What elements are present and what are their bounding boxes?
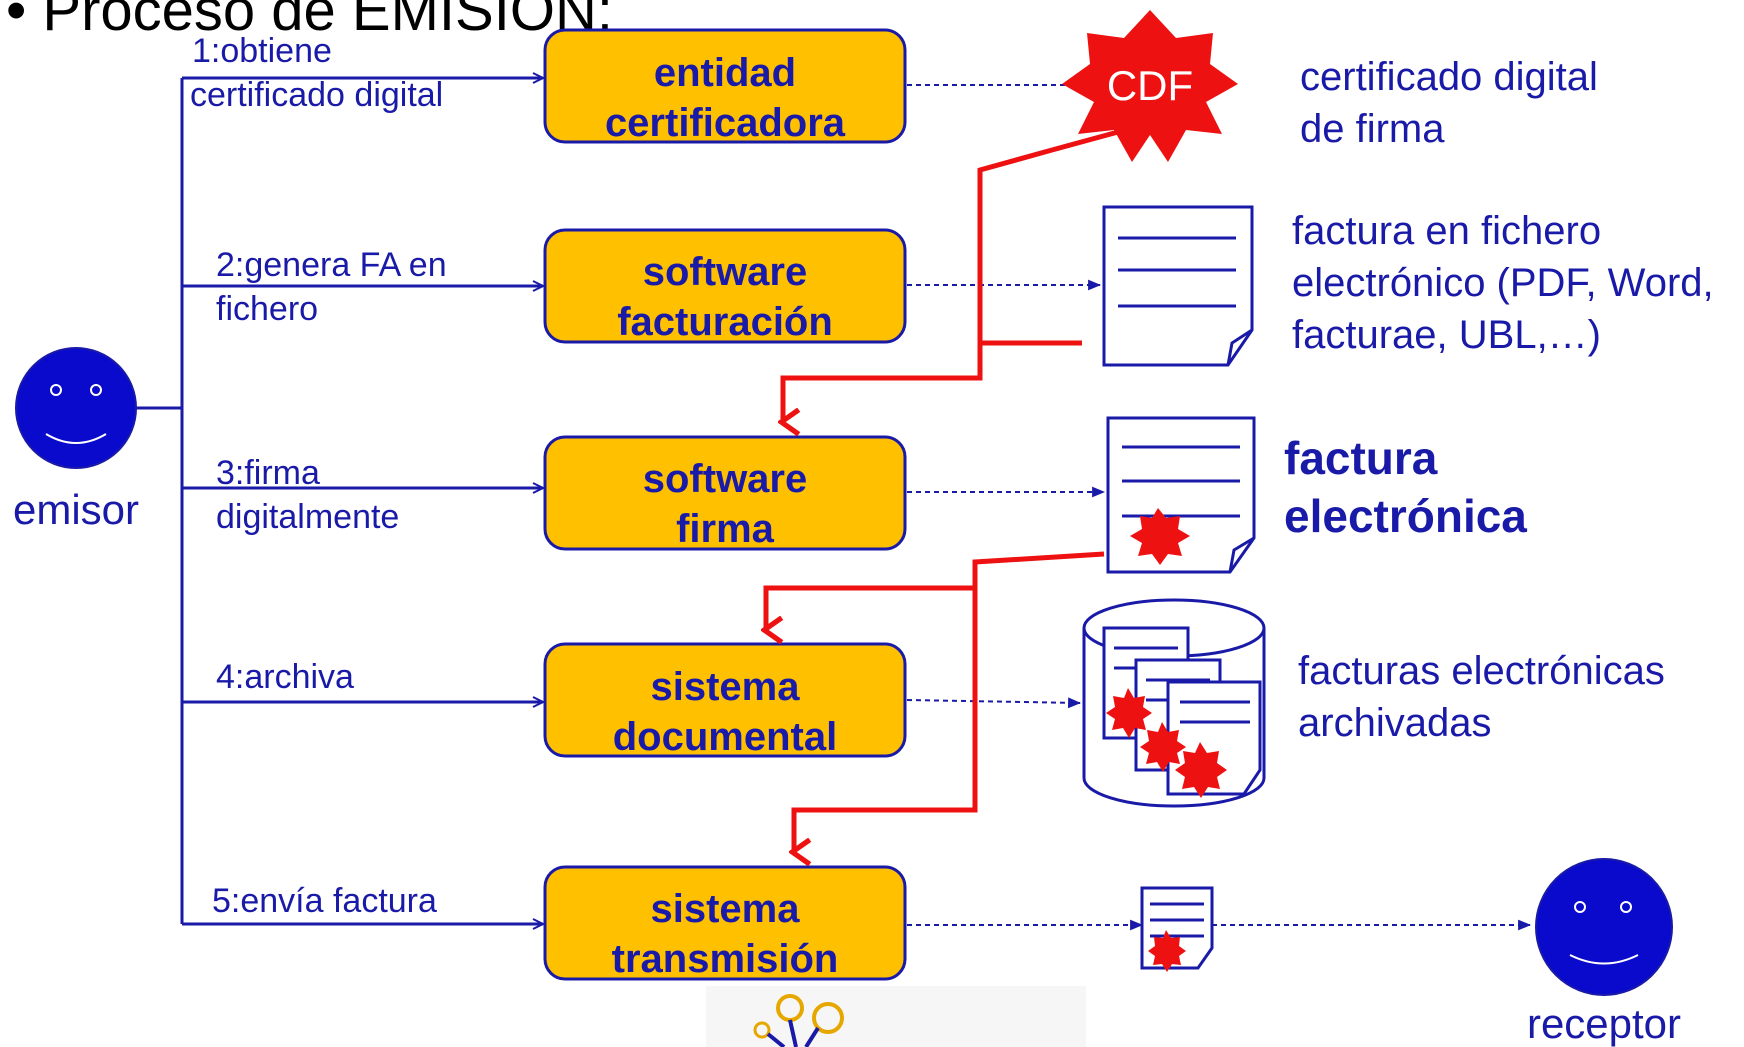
smiley-face-icon [15,347,137,469]
page-title: • Proceso de EMISIÓN: [6,0,613,43]
document-icon [1102,205,1254,367]
transmitted-invoice-icon [1140,886,1214,972]
emisor-label: emisor [13,486,139,533]
network-logo-icon [706,986,1086,1047]
step-4-label: 4:archiva [216,658,354,696]
step-5-label: 5:envía factura [212,882,437,920]
certificate-seal-icon: CDF [1062,10,1238,162]
cdf-badge-text: CDF [1107,62,1193,109]
signature-flow-lines [766,129,1119,852]
emisor-actor: emisor [13,347,139,533]
signed-document-icon [1106,416,1256,574]
receptor-label: receptor [1527,1000,1681,1047]
control-flow-lines [136,78,543,924]
database-cylinder-icon [1082,598,1266,808]
output-arrows [906,79,1532,931]
smiley-face-icon [1535,858,1673,996]
receptor-actor: receptor [1527,858,1681,1047]
